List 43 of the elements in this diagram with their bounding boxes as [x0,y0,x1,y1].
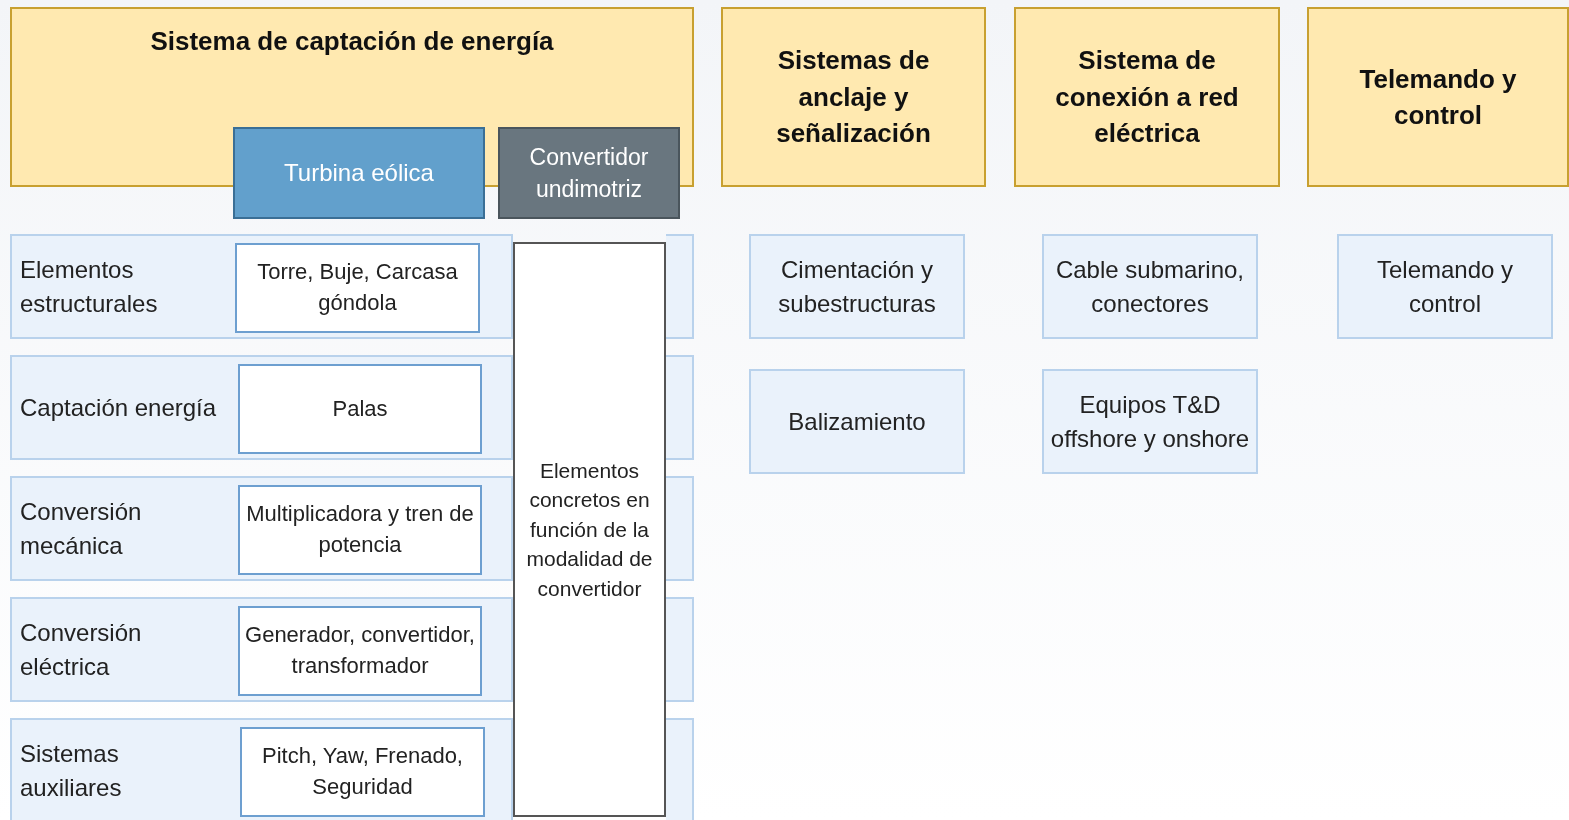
category-box [233,127,485,219]
header-box [721,7,986,187]
component-box [238,606,482,696]
box-text: Generador, convertidor, transformador [245,621,475,680]
box-text: Cable submarino, conectores [1054,254,1246,319]
box-text: Equipos T&D offshore y onshore [1049,389,1251,454]
row-label: Conversión eléctrica [20,617,143,682]
header-box [1307,7,1569,187]
row-band [10,355,513,460]
row-label: Elementos estructurales [20,254,159,319]
row-label: Conversión mecánica [20,496,143,561]
row-label: Sistemas auxiliares [20,738,123,803]
component-box [235,243,480,333]
header-box [1014,7,1280,187]
box-text: Balizamiento [788,406,926,437]
header-title: Sistemas de anclaje y señalización [775,44,932,151]
component-box [238,364,482,454]
component-box [240,727,485,817]
header-title: Telemando y control [1358,62,1518,132]
component-box [513,242,666,817]
box-title: Turbina eólica [284,158,434,189]
component-box [749,369,965,474]
header-title: Sistema de conexión a red eléctrica [1054,44,1240,151]
row-band [10,234,513,339]
row-band [10,476,513,581]
row-band [10,597,513,702]
row-label: Captación energía [20,392,218,423]
box-text: Torre, Buje, Carcasa góndola [256,258,459,317]
component-box [1337,234,1553,339]
component-box [1042,234,1258,339]
box-text: Telemando y control [1375,254,1515,319]
component-box [749,234,965,339]
box-title: Convertidor undimotriz [528,142,650,204]
header-title: Sistema de captación de energía [150,25,554,58]
box-text: Multiplicadora y tren de potencia [245,500,475,559]
row-band [10,718,513,820]
box-text: Elementos concretos en función de la modalidad de convertidor [525,458,654,602]
component-box [238,485,482,575]
category-box [498,127,680,219]
box-text: Pitch, Yaw, Frenado, Seguridad [261,742,464,801]
component-box [1042,369,1258,474]
box-text: Palas [332,394,388,423]
box-text: Cimentación y subestructuras [777,254,937,319]
